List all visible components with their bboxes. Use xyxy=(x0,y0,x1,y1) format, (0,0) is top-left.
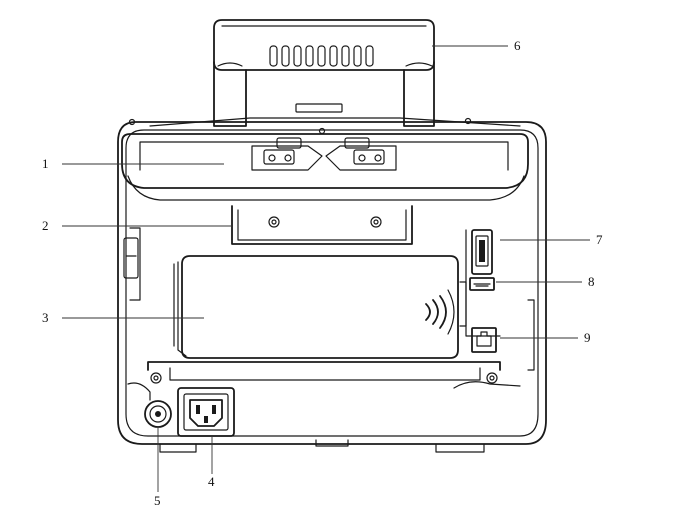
callout-labels: 1 2 3 4 5 6 7 8 9 xyxy=(42,38,603,508)
mounting-bracket xyxy=(231,205,413,245)
bottom-feet xyxy=(159,439,485,453)
usb-port xyxy=(469,277,495,291)
ac-power-inlet xyxy=(177,387,235,437)
callout-2: 2 xyxy=(42,218,49,233)
top-tray xyxy=(121,133,529,201)
handle-grip-slots xyxy=(269,45,374,67)
network-port xyxy=(471,327,497,353)
callout-4: 4 xyxy=(208,474,215,489)
callout-5: 5 xyxy=(154,493,161,508)
battery-door xyxy=(173,255,459,359)
right-connector-panel xyxy=(459,229,535,371)
callout-8: 8 xyxy=(588,274,595,289)
callout-1: 1 xyxy=(42,156,49,171)
callout-6: 6 xyxy=(514,38,521,53)
leader-lines xyxy=(62,45,590,492)
equipotential-terminal xyxy=(144,400,172,428)
callout-3: 3 xyxy=(42,310,49,325)
side-clip xyxy=(123,227,141,301)
carry-handle xyxy=(213,19,435,127)
callout-7: 7 xyxy=(596,232,603,247)
callout-9: 9 xyxy=(584,330,591,345)
lower-panel xyxy=(127,361,521,401)
multifunction-connector xyxy=(471,229,493,275)
device-body xyxy=(117,117,547,445)
